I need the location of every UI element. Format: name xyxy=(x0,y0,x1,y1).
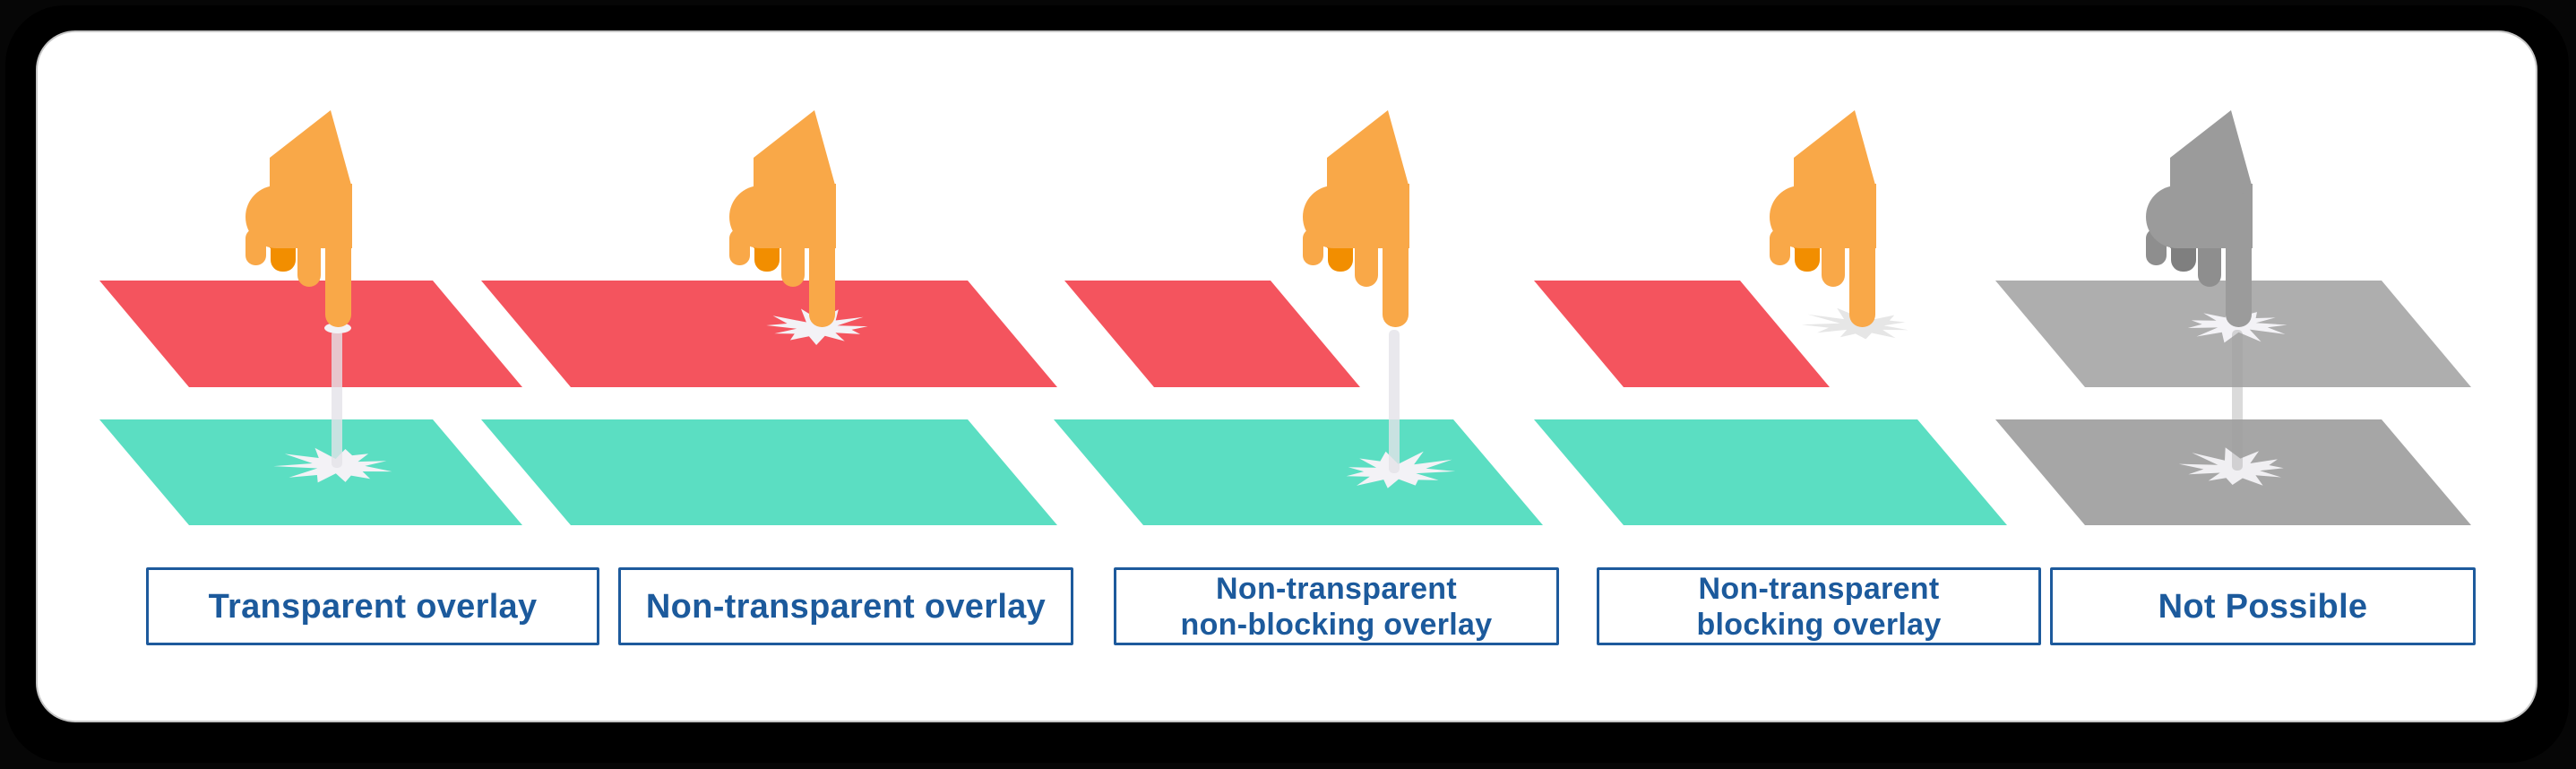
label-box-transparent-overlay: Transparent overlay xyxy=(146,567,599,645)
panel-non-transparent-non-blocking-overlay-illustration xyxy=(1054,110,1543,525)
pointing-hand-down-icon xyxy=(2146,110,2253,327)
label-text-non-transparent-blocking-overlay-line-1: Non-transparent xyxy=(1698,571,1940,606)
label-text-transparent-overlay-line-1: Transparent overlay xyxy=(208,587,538,626)
pointing-hand-down-icon xyxy=(1770,110,1876,327)
label-text-non-transparent-overlay-line-1: Non-transparent overlay xyxy=(645,587,1047,626)
label-text-non-transparent-non-blocking-overlay-line-1: Non-transparent xyxy=(1216,571,1457,606)
pointing-hand-down-icon xyxy=(1303,110,1409,327)
pointing-hand-down-icon xyxy=(246,110,352,327)
touch-beam xyxy=(332,330,342,468)
panel-non-transparent-overlay-illustration xyxy=(481,110,1057,525)
panel-not-possible-illustration xyxy=(1995,110,2471,525)
touch-starburst-icon xyxy=(1346,451,1456,488)
overlay-layer xyxy=(1064,281,1360,387)
panel-non-transparent-blocking-overlay-illustration xyxy=(1534,110,2007,525)
base-layer xyxy=(481,419,1057,525)
pointing-hand-down-icon xyxy=(729,110,836,327)
label-text-not-possible-line-1: Not Possible xyxy=(2158,587,2368,626)
base-layer xyxy=(1534,419,2007,525)
overlay-layer xyxy=(99,281,522,387)
label-box-non-transparent-overlay: Non-transparent overlay xyxy=(618,567,1073,645)
touch-beam xyxy=(1389,330,1400,473)
touch-starburst-icon xyxy=(766,308,868,345)
touch-starburst-icon xyxy=(2178,447,2284,486)
base-layer xyxy=(1054,419,1543,525)
panel-transparent-overlay-illustration xyxy=(99,110,522,525)
touch-beam xyxy=(2232,330,2243,471)
label-box-not-possible: Not Possible xyxy=(2050,567,2476,645)
overlay-layer xyxy=(1534,281,1830,387)
label-text-non-transparent-blocking-overlay-line-2: blocking overlay xyxy=(1696,607,1942,642)
overlay-layer xyxy=(481,281,1057,387)
label-text-non-transparent-non-blocking-overlay-line-2: non-blocking overlay xyxy=(1180,607,1493,642)
